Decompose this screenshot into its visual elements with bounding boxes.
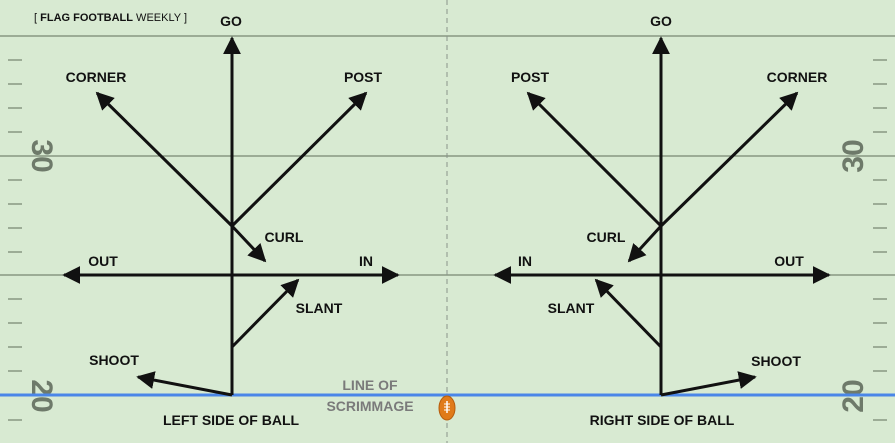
right-route-label-in: IN [518, 253, 532, 269]
right-route-label-post: POST [511, 69, 550, 85]
left-route-label-corner: CORNER [66, 69, 127, 85]
line-of-scrimmage-label-2: SCRIMMAGE [326, 398, 413, 414]
yard-number-left-top: 30 [25, 139, 58, 172]
right-curl-route [627, 224, 663, 263]
brand-label: [ FLAG FOOTBALL WEEKLY ] [34, 12, 188, 24]
right-slant-route [594, 278, 663, 349]
left-shoot-route [136, 371, 233, 397]
left-route-label-curl: CURL [265, 229, 304, 245]
right-route-label-corner: CORNER [767, 69, 828, 85]
right-side-caption: RIGHT SIDE OF BALL [590, 412, 735, 428]
right-shoot-route [660, 371, 757, 397]
left-route-label-in: IN [359, 253, 373, 269]
yard-number-right-top: 30 [837, 139, 870, 172]
right-route-label-curl: CURL [587, 229, 626, 245]
right-route-label-shoot: SHOOT [751, 353, 801, 369]
left-route-tree [62, 36, 400, 397]
left-route-label-go: GO [220, 13, 242, 29]
left-route-label-shoot: SHOOT [89, 352, 139, 368]
line-of-scrimmage-label-1: LINE OF [342, 377, 398, 393]
hash-marks-left [8, 59, 22, 421]
left-post-route [230, 91, 368, 228]
left-slant-route [230, 278, 300, 349]
left-route-label-post: POST [344, 69, 383, 85]
right-post-route [526, 91, 663, 228]
right-route-label-slant: SLANT [548, 300, 595, 316]
right-corner-route [659, 91, 799, 228]
left-route-label-slant: SLANT [296, 300, 343, 316]
right-route-tree [493, 36, 831, 397]
left-curl-route [230, 224, 267, 263]
left-side-caption: LEFT SIDE OF BALL [163, 412, 300, 428]
left-corner-route [95, 91, 234, 228]
football-icon [438, 395, 456, 421]
hash-marks-right [873, 59, 887, 421]
right-route-label-go: GO [650, 13, 672, 29]
right-route-label-out: OUT [774, 253, 804, 269]
left-route-label-out: OUT [88, 253, 118, 269]
